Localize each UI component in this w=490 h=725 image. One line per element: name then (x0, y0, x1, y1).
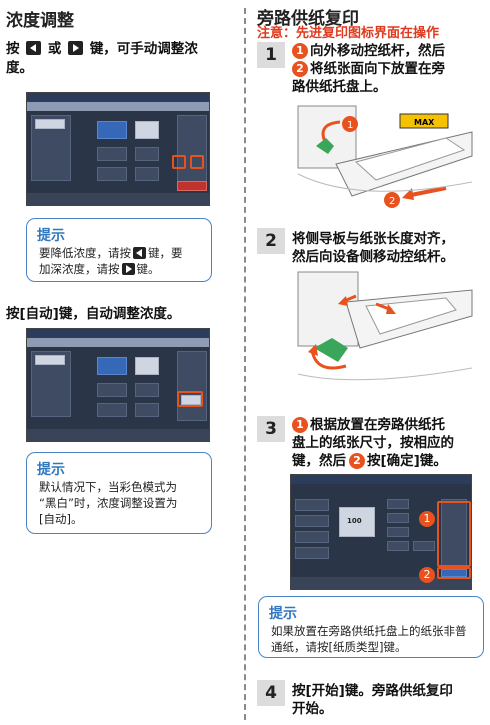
marker-2-icon: 2 (349, 453, 365, 469)
marker-1-icon: 1 (419, 511, 435, 527)
step3-line2: 盘上的纸张尺寸，按相应的 (292, 435, 454, 451)
max-label: MAX (414, 118, 435, 127)
tip-box-paper-type: 提示 如果放置在旁路供纸托盘上的纸张非普 通纸，请按[纸质类型]键。 (258, 596, 484, 658)
step-number-3: 3 (257, 416, 285, 442)
tip-box-density: 提示 要降低浓度，请按 键，要 加深浓度，请按 键。 (26, 218, 212, 282)
marker-2-label: 2 (389, 196, 395, 207)
step-number-2: 2 (257, 228, 285, 254)
tip-text-line1b: 键，要 (148, 246, 183, 260)
tip-text-line2a: 加深浓度，请按 (39, 262, 120, 276)
density-text-1: 按 (6, 41, 20, 57)
highlight-left-key (172, 155, 186, 169)
marker-1-icon (342, 116, 358, 132)
density-instruction: 按 或 键，可手动调整浓 度。 (6, 40, 236, 78)
left-arrow-key-icon (26, 41, 42, 55)
marker-2-icon: 2 (292, 61, 308, 77)
step4-text: 按[开始]键。旁路供纸复印 开始。 (292, 682, 484, 718)
step-number-4: 4 (257, 680, 285, 706)
copier-screen-auto (26, 328, 210, 442)
step-number-1: 1 (257, 42, 285, 68)
step1-line3: 路供纸托盘上。 (292, 79, 387, 95)
step1-line1: 向外移动控纸杆，然后 (310, 43, 445, 59)
tip-text-line1: 默认情况下，当彩色模式为 (39, 480, 177, 494)
copier-screen-paper-size: 100 1 2 (290, 474, 472, 590)
density-text-3: 度。 (6, 60, 33, 76)
highlight-auto-key (177, 391, 203, 407)
density-text-2: 键，可手动调整浓 (89, 41, 198, 57)
marker-2-icon (384, 192, 400, 208)
tip-heading: 提示 (37, 462, 65, 478)
tip-text-line1: 如果放置在旁路供纸托盘上的纸张非普 (271, 624, 467, 638)
right-arrow-key-icon (121, 263, 135, 275)
tip-box-auto: 提示 默认情况下，当彩色模式为 “黑白”时，浓度调整设置为 [自动]。 (26, 452, 212, 534)
tip-text-line3: [自动]。 (39, 512, 83, 526)
zoom-value: 100 (347, 517, 362, 525)
step3-line3b: 按[确定]键。 (367, 453, 447, 469)
auto-density-instruction: 按[自动]键，自动调整浓度。 (6, 306, 181, 322)
step2-line1: 将侧导板与纸张长度对齐， (292, 231, 454, 247)
tray-illustration-1: MAX 1 2 (297, 105, 473, 208)
marker-1-icon: 1 (292, 417, 308, 433)
marker-1-icon: 1 (292, 43, 308, 59)
tip-text-line2: 通纸，请按[纸质类型]键。 (271, 640, 407, 654)
marker-2-icon: 2 (419, 567, 435, 583)
step2-line2: 然后向设备侧移动控纸杆。 (292, 249, 454, 265)
step1-line2: 将纸张面向下放置在旁 (310, 61, 445, 77)
highlight-paper-size-keys (437, 501, 471, 567)
step3-line3: 键，然后 (292, 453, 346, 469)
density-title: 浓度调整 (6, 11, 74, 31)
column-divider (244, 8, 246, 720)
step4-line2: 开始。 (292, 701, 333, 717)
copier-screen-density (26, 92, 210, 206)
tip-heading: 提示 (269, 606, 297, 622)
tray-illustration-2 (297, 271, 473, 381)
tip-text-line2: “黑白”时，浓度调整设置为 (39, 496, 178, 510)
step3-line1: 根据放置在旁路供纸托 (310, 417, 445, 433)
step4-line1: 按[开始]键。旁路供纸复印 (292, 683, 453, 699)
tip-heading: 提示 (37, 228, 65, 244)
right-arrow-key-icon (68, 41, 84, 55)
bypass-title: 旁路供纸复印 (257, 9, 359, 29)
tip-text-auto: 默认情况下，当彩色模式为 “黑白”时，浓度调整设置为 [自动]。 (39, 479, 177, 527)
marker-1-label: 1 (347, 120, 353, 131)
highlight-ok-key (437, 567, 471, 579)
density-text-or: 或 (47, 41, 62, 57)
step2-text: 将侧导板与纸张长度对齐， 然后向设备侧移动控纸杆。 (292, 230, 484, 266)
tip-text-line2b: 键。 (136, 262, 160, 276)
tip-text-paper-type: 如果放置在旁路供纸托盘上的纸张非普 通纸，请按[纸质类型]键。 (271, 623, 467, 655)
left-arrow-key-icon (133, 247, 146, 259)
tip-text-density: 要降低浓度，请按 键，要 加深浓度，请按 键。 (39, 245, 183, 277)
bypass-note: 注意：先进复印图标界面在操作 (257, 26, 440, 41)
highlight-right-key (190, 155, 204, 169)
tip-text-line1a: 要降低浓度，请按 (39, 246, 131, 260)
